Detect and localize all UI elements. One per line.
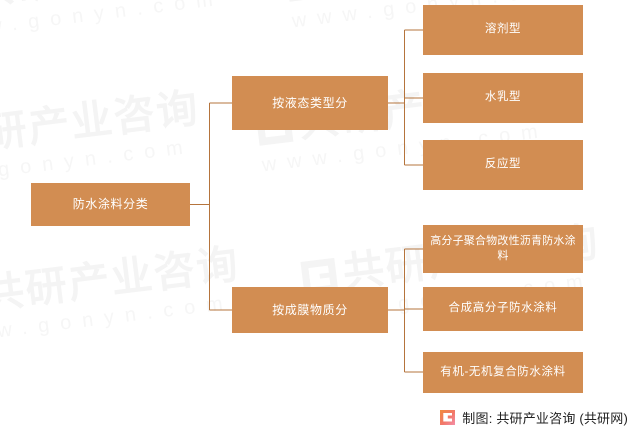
watermark-tile: 共研产业咨询 www.gonyn.com <box>0 84 205 194</box>
watermark-tile: 共研产业咨询 www.gonyn.com <box>0 240 245 350</box>
node-root[interactable]: 防水涂料分类 <box>31 183 190 226</box>
watermark-brand-text: 共研产业咨询 <box>0 0 232 14</box>
watermark-brand-text: 共研产业咨询 <box>0 84 203 162</box>
gonyn-logo-icon <box>285 0 324 2</box>
gonyn-logo-icon <box>440 409 456 425</box>
watermark-tile: 共研产业咨询 www.gonyn.com <box>0 0 235 45</box>
node-leaf-polymer-asphalt[interactable]: 高分子聚合物改性沥青防水涂料 <box>423 225 583 273</box>
watermark-brand-row: 共研产业咨询 <box>285 0 587 5</box>
node-branch-film-substance[interactable]: 按成膜物质分 <box>232 287 388 333</box>
footer-credit-text: 制图: 共研产业咨询 (共研网) <box>462 410 628 426</box>
watermark-brand-row: 共研产业咨询 <box>0 0 232 17</box>
watermark-url-text: www.gonyn.com <box>0 0 225 45</box>
node-leaf-emulsion[interactable]: 水乳型 <box>423 73 583 123</box>
watermark-brand-row: 共研产业咨询 <box>0 84 203 165</box>
node-leaf-synthetic-polymer[interactable]: 合成高分子防水涂料 <box>423 287 583 331</box>
node-branch-liquid-type[interactable]: 按液态类型分 <box>232 76 388 130</box>
footer-credit: 制图: 共研产业咨询 (共研网) <box>440 405 628 429</box>
node-leaf-organic-inorganic[interactable]: 有机-无机复合防水涂料 <box>423 352 583 393</box>
node-leaf-solvent[interactable]: 溶剂型 <box>423 5 583 55</box>
watermark-url-text: www.gonyn.com <box>0 291 235 349</box>
watermark-brand-row: 共研产业咨询 <box>0 240 243 321</box>
footer-divider <box>0 402 642 403</box>
node-leaf-reactive[interactable]: 反应型 <box>423 140 583 190</box>
watermark-brand-text: 共研产业咨询 <box>0 240 243 318</box>
